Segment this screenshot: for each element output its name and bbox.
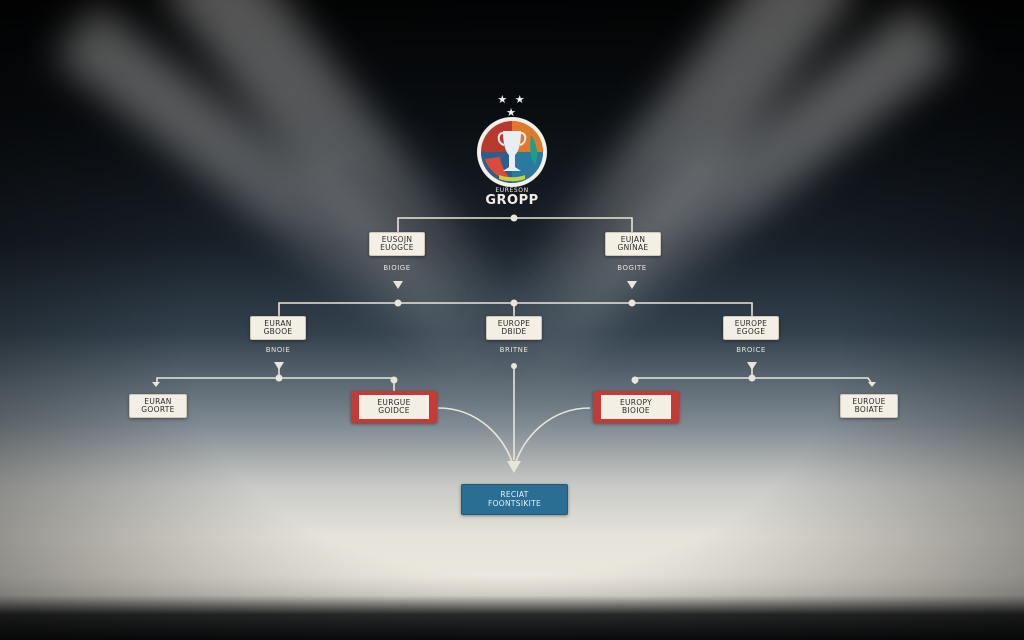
arrow-down-icon [274, 362, 284, 370]
node-caption: BOGITE [617, 264, 647, 272]
node-line: BOIATE [854, 405, 884, 414]
node-line: EURAN [144, 396, 172, 406]
node-line: EUOGCE [380, 243, 414, 252]
junction-dot [510, 214, 518, 222]
node-caption: BRITNE [499, 346, 529, 354]
node-line: BIOIOE [622, 406, 650, 415]
bracket-node-level2-center[interactable]: EUROPE DBIDE [486, 316, 542, 340]
node-line: EUSOJN [381, 234, 413, 244]
bracket-node-level3-far-right[interactable]: EUROUE BOIATE [840, 394, 898, 418]
bracket-node-level2-right[interactable]: EUROPE EGOGE [723, 316, 779, 340]
logo-subtitle: EURESON [495, 187, 529, 194]
connector-curve-right [515, 407, 591, 463]
node-line: GOIDCE [378, 406, 410, 415]
bracket-node-final[interactable]: RECIAT FOONTSIKITE [461, 484, 568, 515]
arrow-down-icon [393, 281, 403, 289]
logo-title: GROPP [485, 193, 539, 208]
node-line: EURAN [264, 318, 292, 328]
node-line: EUROPE [734, 318, 768, 328]
junction-dot [510, 299, 518, 307]
arrow-down-icon [507, 461, 521, 473]
connector-left-lower [156, 377, 395, 392]
junction-dot [390, 376, 398, 384]
node-line: GOORTE [141, 405, 175, 414]
arrow-end-icon [868, 382, 876, 387]
node-caption: BNOIE [265, 346, 291, 354]
node-caption: BIOIGE [383, 264, 411, 272]
junction-dot [394, 299, 402, 307]
node-line: DBIDE [501, 327, 527, 336]
bracket-node-level3-highlight-right[interactable]: EUROPY BIOIOE [593, 391, 679, 423]
junction-dot [748, 374, 756, 382]
arrow-down-icon [627, 281, 637, 289]
node-caption: BROICE [736, 346, 766, 354]
node-line: EUROPE [497, 318, 531, 328]
junction-dot [511, 363, 517, 369]
node-line: GBOOE [263, 327, 293, 336]
node-line: EGOGE [736, 327, 766, 336]
trophy-emblem-icon [477, 117, 547, 187]
node-line: RECIAT [500, 490, 529, 499]
bracket-node-level1-right[interactable]: EUJAN GNINAE [605, 232, 661, 256]
bracket-node-level3-far-left[interactable]: EURAN GOORTE [129, 394, 187, 418]
arrow-down-icon [747, 362, 757, 370]
node-line: EUROUE [852, 396, 886, 406]
stars-icon: ★ ★ ★ [497, 93, 527, 119]
junction-dot [275, 374, 283, 382]
node-line: FOONTSIKITE [487, 498, 542, 508]
bracket-node-level2-left[interactable]: EURAN GBOOE [250, 316, 306, 340]
node-line: EURGUE [377, 397, 411, 407]
node-line: EUJAN [620, 234, 646, 244]
junction-dot [628, 299, 636, 307]
junction-dot [631, 376, 639, 384]
bracket-node-level1-left[interactable]: EUSOJN EUOGCE [369, 232, 425, 256]
logo-wordmark: EURESON GROPP [462, 187, 562, 208]
node-line: GNINAE [617, 243, 649, 252]
bracket-node-level3-highlight-left[interactable]: EURGUE GOIDCE [351, 391, 437, 423]
node-line: EUROPY [619, 397, 653, 407]
connector-curve-left [437, 407, 513, 463]
arrow-end-icon [152, 382, 160, 387]
